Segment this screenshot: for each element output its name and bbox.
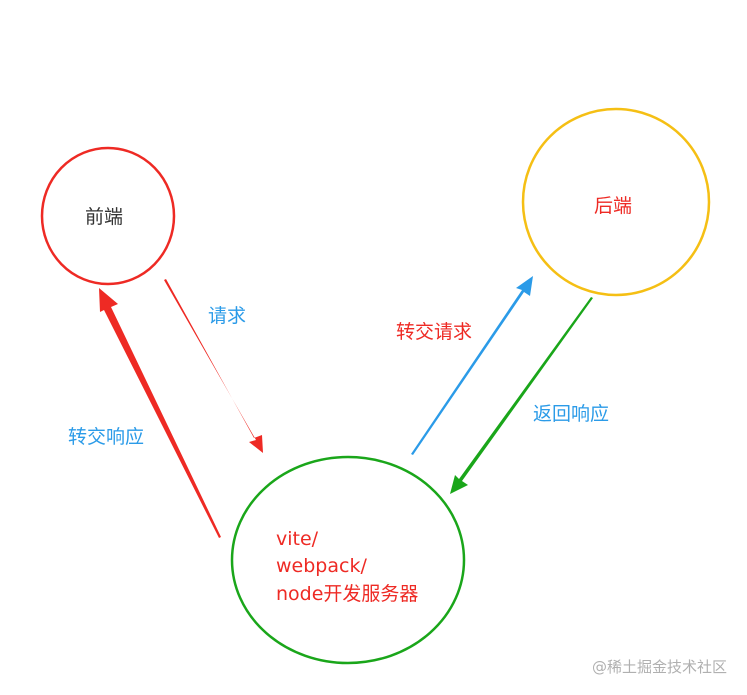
backend-label: 后端: [594, 195, 632, 217]
edge-request: 请求: [164, 279, 263, 453]
forward-response-arrow: [99, 288, 221, 538]
return-response-arrow: [450, 297, 593, 494]
dev-server-circle: [230, 455, 466, 665]
edge-forward-request: 转交请求: [396, 276, 533, 455]
backend-node: 后端: [521, 107, 711, 297]
frontend-label: 前端: [85, 206, 123, 228]
dev-server-label-line-1: vite/: [276, 528, 319, 550]
dev-server-node: vite/ webpack/ node开发服务器: [230, 455, 466, 665]
edge-forward-response: 转交响应: [68, 288, 221, 538]
edge-return-response: 返回响应: [450, 297, 609, 494]
frontend-circle: [40, 146, 176, 286]
forward-response-label: 转交响应: [68, 426, 144, 448]
request-arrow: [164, 279, 263, 453]
request-label: 请求: [208, 305, 246, 327]
dev-server-label-line-2: webpack/: [276, 555, 367, 577]
frontend-node: 前端: [40, 146, 176, 286]
dev-server-label-line-3: node开发服务器: [276, 583, 418, 605]
watermark: @稀土掘金技术社区: [592, 658, 727, 676]
backend-circle: [521, 107, 711, 297]
forward-request-arrow: [411, 276, 533, 455]
return-response-label: 返回响应: [533, 403, 609, 425]
forward-request-label: 转交请求: [396, 321, 472, 343]
